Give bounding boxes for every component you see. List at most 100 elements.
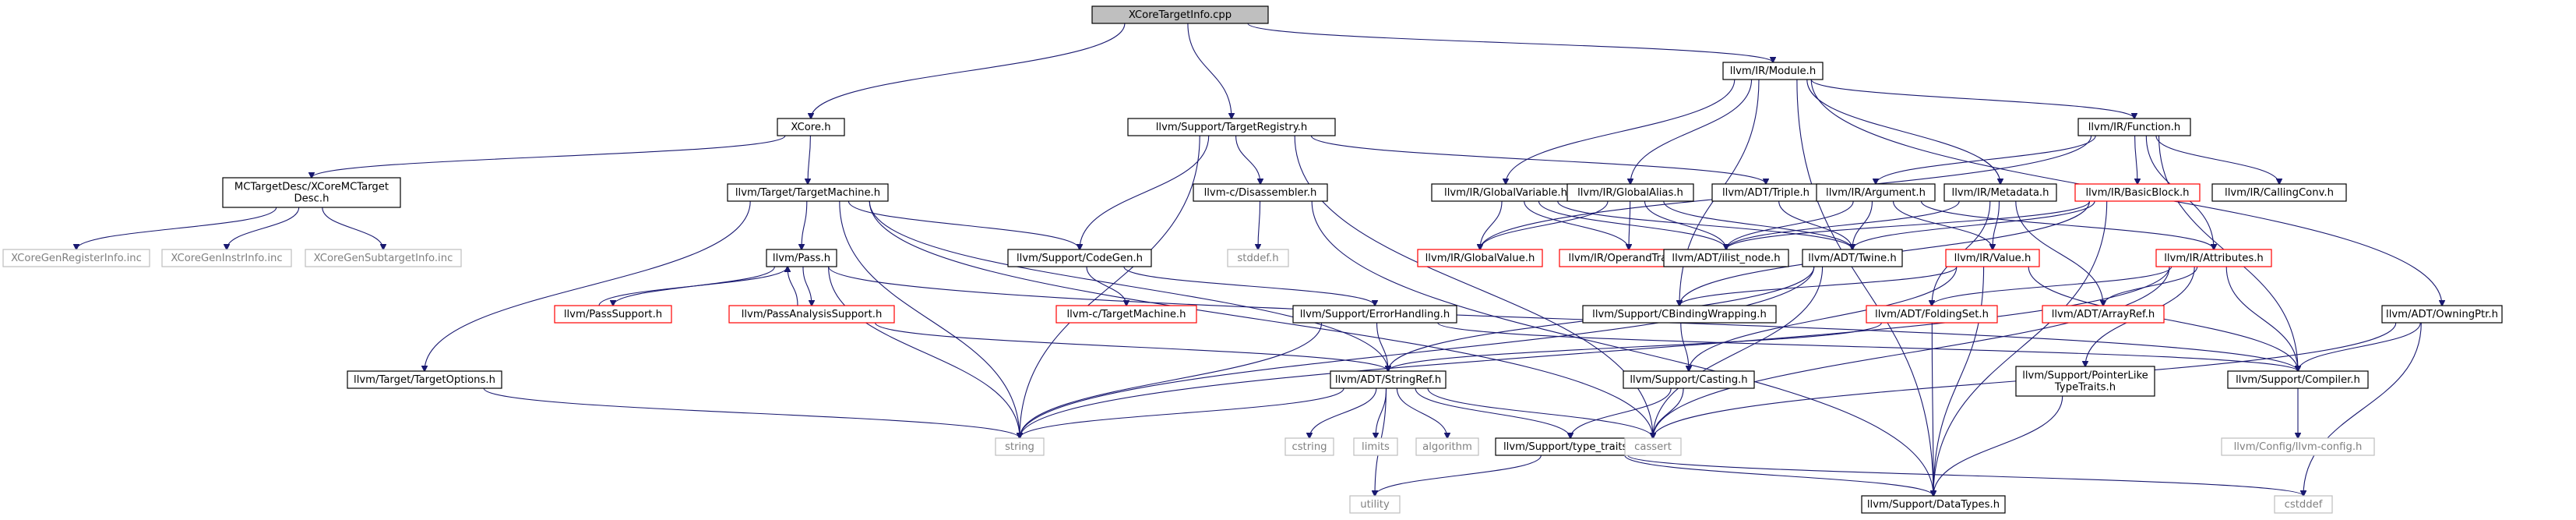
edge-targetmachine-to-string xyxy=(839,200,1020,438)
node-llvm-c-disassembler-h[interactable]: llvm-c/Disassembler.h xyxy=(1193,183,1328,202)
node-llvm-adt-twine-h[interactable]: llvm/ADT/Twine.h xyxy=(1802,249,1903,267)
node-llvm-ir-basicblock-h[interactable]: llvm/IR/BasicBlock.h xyxy=(2074,183,2201,202)
node-label: stddef.h xyxy=(1237,253,1278,264)
edge-metadata-to-ilistnode xyxy=(1726,200,1960,249)
node-llvm-ir-globalvalue-h[interactable]: llvm/IR/GlobalValue.h xyxy=(1417,249,1543,267)
node-llvm-target-targetoptions-h[interactable]: llvm/Target/TargetOptions.h xyxy=(347,370,502,389)
edge-stringref-to-limits xyxy=(1376,387,1387,438)
edge-casting-to-typetraits xyxy=(1570,387,1672,438)
edge-attributes-to-foldingset xyxy=(1932,266,2173,306)
node-llvm-adt-triple-h[interactable]: llvm/ADT/Triple.h xyxy=(1711,183,1820,202)
node-label: TypeTraits.h xyxy=(2054,382,2116,394)
node-llvm-support-datatypes-h[interactable]: llvm/Support/DataTypes.h xyxy=(1861,495,2006,514)
node-label: cstring xyxy=(1292,441,1327,453)
node-llvm-adt-owningptr-h[interactable]: llvm/ADT/OwningPtr.h xyxy=(2381,305,2503,324)
edge-registry-to-disasm xyxy=(1235,135,1260,184)
node-label: llvm/IR/GlobalVariable.h xyxy=(1444,187,1567,199)
edge-root-to-registry xyxy=(1187,23,1232,119)
node-label: llvm/ADT/ArrayRef.h xyxy=(2052,309,2155,320)
node-stddef-h[interactable]: stddef.h xyxy=(1227,249,1289,267)
node-llvm-ir-argument-h[interactable]: llvm/IR/Argument.h xyxy=(1816,183,1936,202)
node-llvm-support-targetregistry-h[interactable]: llvm/Support/TargetRegistry.h xyxy=(1127,118,1336,136)
node-llvm-adt-ilist-node-h[interactable]: llvm/ADT/ilist_node.h xyxy=(1663,249,1789,267)
node-box xyxy=(766,249,837,267)
node-label: llvm/IR/Attributes.h xyxy=(2164,253,2264,264)
node-cassert[interactable]: cassert xyxy=(1624,437,1682,456)
node-llvm-support-casting-h[interactable]: llvm/Support/Casting.h xyxy=(1623,370,1755,389)
node-llvm-support-errorhandling-h[interactable]: llvm/Support/ErrorHandling.h xyxy=(1292,305,1457,324)
node-box xyxy=(2015,366,2155,397)
edge-xcore-to-mcdesc xyxy=(312,135,786,178)
edge-attributes-to-arrayref xyxy=(2103,266,2198,306)
node-xcoregenregisterinfo-inc[interactable]: XCoreGenRegisterInfo.inc xyxy=(2,249,150,267)
edge-registry-to-string xyxy=(1020,135,1200,438)
node-box xyxy=(1861,495,2006,514)
node-llvm-adt-arrayref-h[interactable]: llvm/ADT/ArrayRef.h xyxy=(2042,305,2165,324)
edge-stringref-to-algorithm xyxy=(1396,387,1447,438)
node-llvm-ir-attributes-h[interactable]: llvm/IR/Attributes.h xyxy=(2155,249,2272,267)
edge-globalvar-to-operandtraits xyxy=(1524,200,1629,249)
edge-twine-to-string xyxy=(1020,266,1815,438)
node-box xyxy=(2274,495,2333,514)
node-cstring[interactable]: cstring xyxy=(1284,437,1334,456)
node-xcoretargetinfo-cpp[interactable]: XCoreTargetInfo.cpp xyxy=(1091,5,1269,24)
edge-passanalysis-to-stringref xyxy=(874,322,1388,371)
edge-module-to-globalalias xyxy=(1630,79,1753,184)
node-llvm-support-cbindingwrapping-h[interactable]: llvm/Support/CBindingWrapping.h xyxy=(1582,305,1777,324)
node-label: llvm/Support/DataTypes.h xyxy=(1867,499,2000,511)
edge-metadata-to-value xyxy=(1993,200,2000,249)
node-llvm-passsupport-h[interactable]: llvm/PassSupport.h xyxy=(554,305,672,324)
node-string[interactable]: string xyxy=(995,437,1045,456)
node-xcore-h[interactable]: XCore.h xyxy=(777,118,845,136)
node-utility[interactable]: utility xyxy=(1349,495,1401,514)
node-label: XCore.h xyxy=(791,122,830,133)
node-box xyxy=(1007,249,1152,267)
node-label: llvm/Target/TargetOptions.h xyxy=(354,374,495,386)
node-box xyxy=(1055,305,1197,324)
edge-basicblock-to-datatypes xyxy=(1933,200,2108,496)
node-llvm-ir-globalalias-h[interactable]: llvm/IR/GlobalAlias.h xyxy=(1566,183,1694,202)
node-llvm-adt-stringref-h[interactable]: llvm/ADT/StringRef.h xyxy=(1330,370,1447,389)
edge-module-to-metadata xyxy=(1806,79,2000,184)
node-llvm-target-targetmachine-h[interactable]: llvm/Target/TargetMachine.h xyxy=(727,183,889,202)
edge-globalvar-to-twine xyxy=(1557,200,1852,249)
node-llvm-ir-metadata-h[interactable]: llvm/IR/Metadata.h xyxy=(1943,183,2057,202)
node-box xyxy=(2381,305,2503,324)
node-llvm-ir-callingconv-h[interactable]: llvm/IR/CallingConv.h xyxy=(2211,183,2347,202)
node-label: llvm-c/Disassembler.h xyxy=(1204,187,1317,199)
node-cstddef[interactable]: cstddef xyxy=(2274,495,2333,514)
edge-owningptr-to-cstddef xyxy=(2303,322,2422,496)
node-label: llvm/ADT/Twine.h xyxy=(1808,253,1896,264)
edge-stringref-to-string xyxy=(1020,387,1344,438)
node-llvm-ir-value-h[interactable]: llvm/IR/Value.h xyxy=(1945,249,2040,267)
node-llvm-ir-function-h[interactable]: llvm/IR/Function.h xyxy=(2077,118,2191,136)
edge-function-to-callingconv xyxy=(2155,135,2279,184)
node-box xyxy=(2227,370,2369,389)
edge-mcdesc-to-subtarget xyxy=(322,207,383,249)
node-llvm-ir-module-h[interactable]: llvm/IR/Module.h xyxy=(1722,62,1824,80)
edge-root-to-module xyxy=(1247,23,1773,62)
node-llvm-c-targetmachine-h[interactable]: llvm-c/TargetMachine.h xyxy=(1055,305,1197,324)
node-llvm-support-compiler-h[interactable]: llvm/Support/Compiler.h xyxy=(2227,370,2369,389)
node-label: llvm/IR/BasicBlock.h xyxy=(2085,187,2189,199)
node-llvm-support-codegen-h[interactable]: llvm/Support/CodeGen.h xyxy=(1007,249,1152,267)
node-xcoregeninstrinfo-inc[interactable]: XCoreGenInstrInfo.inc xyxy=(161,249,292,267)
node-box xyxy=(2,249,150,267)
node-llvm-ir-globalvariable-h[interactable]: llvm/IR/GlobalVariable.h xyxy=(1431,183,1580,202)
node-limits[interactable]: limits xyxy=(1353,437,1398,456)
node-box xyxy=(1722,62,1824,80)
edge-metadata-to-arrayref xyxy=(2015,200,2103,306)
node-llvm-config-llvm-config-h[interactable]: llvm/Config/llvm-config.h xyxy=(2221,437,2375,456)
node-box xyxy=(2155,249,2272,267)
node-algorithm[interactable]: algorithm xyxy=(1415,437,1479,456)
node-llvm-adt-foldingset-h[interactable]: llvm/ADT/FoldingSet.h xyxy=(1866,305,1998,324)
edge-targetmachine-to-cassert xyxy=(869,200,1653,438)
node-llvm-support-type-traits-h[interactable]: llvm/Support/type_traits.h xyxy=(1495,437,1646,456)
node-llvm-pass-h[interactable]: llvm/Pass.h xyxy=(766,249,837,267)
node-llvm-passanalysissupport-h[interactable]: llvm/PassAnalysisSupport.h xyxy=(728,305,895,324)
node-box xyxy=(1127,118,1336,136)
node-xcoregensubtargetinfo-inc[interactable]: XCoreGenSubtargetInfo.inc xyxy=(305,249,462,267)
node-box xyxy=(1349,495,1401,514)
